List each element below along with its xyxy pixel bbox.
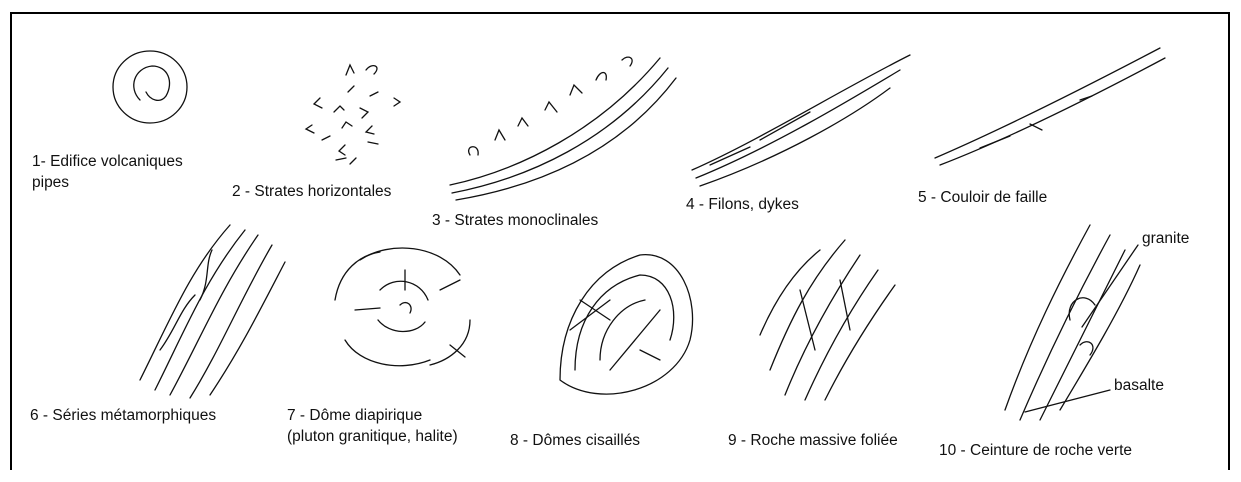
sketch-horizontal-strata: [306, 65, 400, 164]
sketch-fault-corridor: [935, 48, 1165, 165]
label-2: 2 - Strates horizontales: [232, 181, 391, 202]
sketch-diapiric-dome: [335, 248, 470, 366]
annotation-basalte: basalte: [1114, 375, 1164, 396]
label-8: 8 - Dômes cisaillés: [510, 430, 640, 451]
sketch-dykes: [692, 55, 910, 186]
sketch-foliated-rock: [760, 240, 895, 400]
sketch-volcanic-edifice: [113, 51, 187, 123]
sketch-sheared-domes: [560, 255, 693, 394]
label-3: 3 - Strates monoclinales: [432, 210, 598, 231]
label-7: 7 - Dôme diapirique(pluton granitique, h…: [287, 405, 458, 447]
annotation-granite: granite: [1142, 228, 1189, 249]
label-5: 5 - Couloir de faille: [918, 187, 1047, 208]
sketch-monoclinal-strata: [450, 57, 676, 200]
label-10: 10 - Ceinture de roche verte: [939, 440, 1132, 461]
label-6: 6 - Séries métamorphiques: [30, 405, 216, 426]
sketch-metamorphic-series: [140, 225, 285, 398]
label-4: 4 - Filons, dykes: [686, 194, 799, 215]
label-9: 9 - Roche massive foliée: [728, 430, 898, 451]
